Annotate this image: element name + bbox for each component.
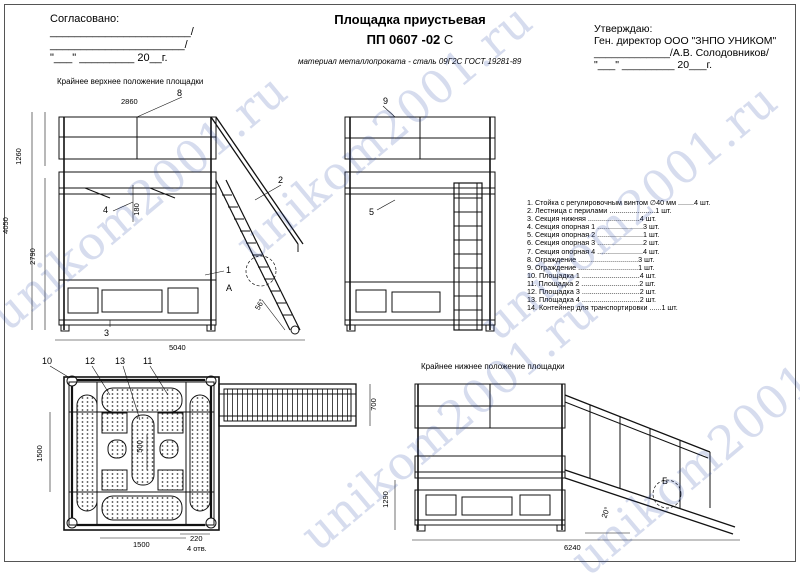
dim-1500-horizontal: 1500 <box>133 540 150 549</box>
callout-A: А <box>226 283 233 293</box>
parts-list-item: 2. Лестница с перилами .................… <box>527 206 672 216</box>
confirm-line-1: Ген. директор ООО "ЗНПО УНИКОМ" <box>594 35 777 47</box>
sheet-frame <box>4 4 796 562</box>
dim-700: 700 <box>368 398 378 411</box>
callout-11: 11 <box>143 356 153 366</box>
dim-5040: 5040 <box>169 343 186 352</box>
dim-4050: 4050 <box>0 217 10 234</box>
parts-list-item: 7. Секция опорная 4 ....................… <box>527 246 660 256</box>
parts-list-item: 11. Площадка 2 .........................… <box>527 278 656 288</box>
upper-side-view <box>31 96 305 341</box>
parts-list-item: 13. Площадка 4 .........................… <box>527 295 656 305</box>
parts-list-item: 14. Контейнер для транспортировки ......… <box>527 303 678 313</box>
title-code: ПП 0607 -02 <box>366 32 441 47</box>
dim-6240: 6240 <box>564 543 581 552</box>
callout-13: 13 <box>115 356 126 366</box>
callout-B: Б <box>662 476 668 486</box>
caption-lower-position: Крайнее нижнее положение площадки <box>421 362 565 371</box>
callout-9: 9 <box>383 96 389 106</box>
title-line-1: Площадка приустьевая <box>334 12 486 27</box>
title-suffix: С <box>443 32 454 47</box>
confirm-block: Утверждаю: Ген. директор ООО "ЗНПО УНИКО… <box>594 23 776 71</box>
technical-drawing <box>31 96 740 541</box>
confirm-line-2: _____________/А.В. Солодовников/ <box>594 47 769 59</box>
callout-2: 2 <box>278 175 284 185</box>
confirm-line-3: "___" _________ 20___г. <box>594 59 713 71</box>
dim-1500-vertical: 1500 <box>34 445 44 462</box>
callout-1: 1 <box>226 265 232 275</box>
parts-list: 1. Стойка с регулировочным винтом ∅40 мм… <box>527 198 711 313</box>
dim-1260: 1260 <box>13 148 23 165</box>
approval-heading: Согласовано: <box>50 13 120 25</box>
callout-5: 5 <box>369 207 375 217</box>
approval-line-1: _______________________/ <box>50 26 194 38</box>
confirm-heading: Утверждаю: <box>594 23 653 35</box>
parts-list-item: 9. Ограждение ..........................… <box>527 262 655 272</box>
parts-list-item: 5. Секция опорная 2 ....................… <box>527 230 660 240</box>
plan-view <box>49 365 371 539</box>
material-note: материал металлопроката - сталь 09Г2С ГО… <box>298 57 522 66</box>
dim-holes: 4 отв. <box>187 544 207 553</box>
approval-line-2: ______________________/ <box>50 39 188 51</box>
dim-2860: 2860 <box>121 97 138 106</box>
upper-front-view <box>344 105 496 332</box>
parts-list-item: 6. Секция опорная 3 ....................… <box>527 238 660 248</box>
callout-10: 10 <box>42 356 53 366</box>
parts-list-item: 10. Площадка 1 .........................… <box>527 270 656 280</box>
parts-list-item: 8. Ограждение ..........................… <box>527 254 655 264</box>
parts-list-item: 3. Секция нижняя .......................… <box>527 214 657 224</box>
dim-500: 500 <box>134 440 144 453</box>
dim-220: 220 <box>190 534 203 543</box>
parts-list-item: 1. Стойка с регулировочным винтом ∅40 мм… <box>527 198 711 207</box>
drawing-title: Площадка приустьевая ПП 0607 -02 С <box>300 10 520 50</box>
callout-4: 4 <box>103 205 109 215</box>
lower-position-view <box>394 383 740 541</box>
callout-12: 12 <box>85 356 96 366</box>
caption-upper-position: Крайнее верхнее положение площадки <box>57 77 204 86</box>
approval-line-3: "___" _________ 20__г. <box>50 52 168 64</box>
callout-8: 8 <box>177 88 183 98</box>
parts-list-item: 12. Площадка 3 .........................… <box>527 287 656 297</box>
parts-list-item: 4. Секция опорная 1 ....................… <box>527 222 660 232</box>
callout-3: 3 <box>104 328 110 338</box>
approval-block: Согласовано: _______________________/ __… <box>50 13 194 65</box>
title-line-2: ПП 0607 -02 С <box>300 30 520 50</box>
